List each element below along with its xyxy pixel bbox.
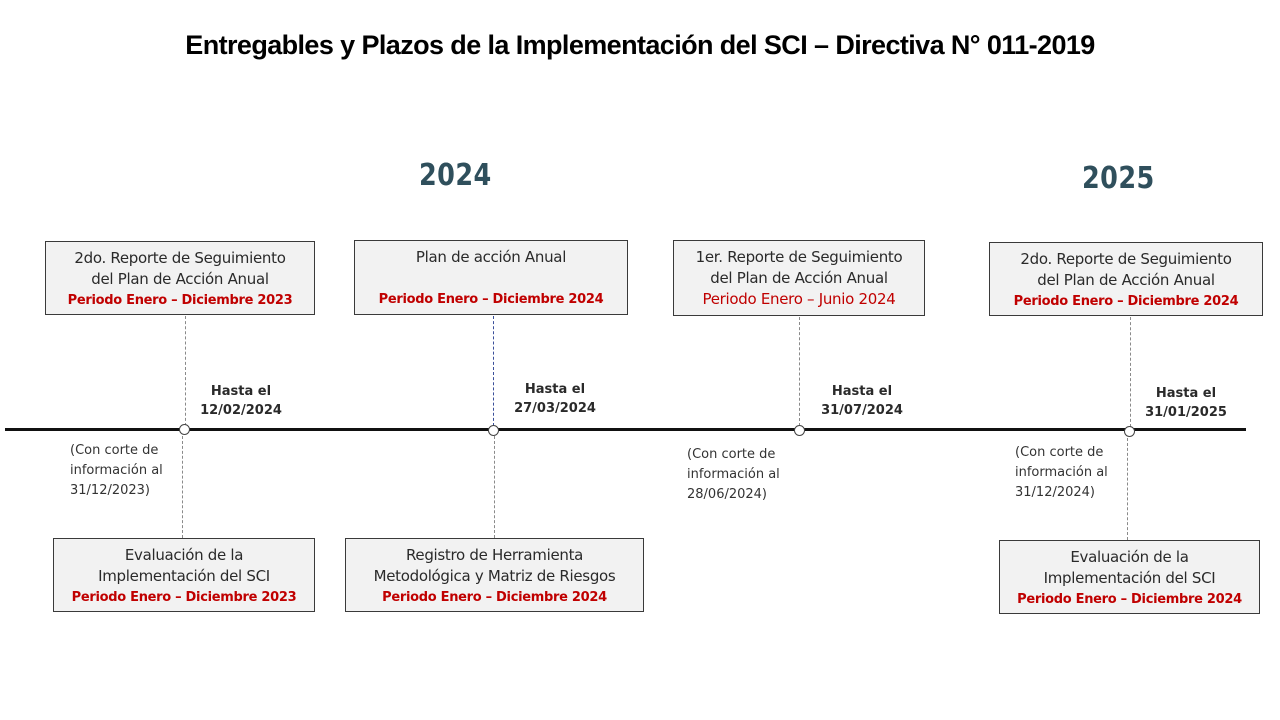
connector-line: [182, 436, 183, 538]
box-period: Periodo Enero – Diciembre 2023: [71, 590, 297, 605]
timeline-marker: [488, 425, 499, 436]
box-period: Periodo Enero – Diciembre 2024: [378, 292, 604, 307]
top-box-3: 1er. Reporte de Seguimiento del Plan de …: [673, 240, 925, 316]
bottom-box-3: Evaluación de la Implementación del SCI …: [999, 540, 1260, 614]
cutoff-note: (Con corte de información al 28/06/2024): [687, 447, 780, 502]
timeline-marker: [1124, 426, 1135, 437]
box-period: Periodo Enero – Junio 2024: [702, 290, 896, 308]
box-text: Evaluación de la: [124, 546, 244, 564]
box-text: del Plan de Acción Anual: [710, 269, 888, 287]
box-text: Metodológica y Matriz de Riesgos: [373, 567, 616, 585]
cutoff-note: (Con corte de información al 31/12/2023): [70, 443, 163, 498]
box-text: 2do. Reporte de Seguimiento: [1020, 250, 1232, 268]
connector-line: [799, 317, 800, 426]
top-box-2: Plan de acción Anual Periodo Enero – Dic…: [354, 240, 628, 315]
deadline-label: Hasta el 12/02/2024: [200, 384, 282, 418]
top-box-4: 2do. Reporte de Seguimiento del Plan de …: [989, 242, 1263, 316]
top-box-1: 2do. Reporte de Seguimiento del Plan de …: [45, 241, 315, 315]
box-text: Implementación del SCI: [1043, 569, 1216, 587]
connector-line: [185, 316, 186, 426]
deadline-label: Hasta el 31/07/2024: [821, 384, 903, 418]
page-title: Entregables y Plazos de la Implementació…: [185, 30, 1095, 60]
box-text: Evaluación de la: [1070, 548, 1189, 566]
box-text: del Plan de Acción Anual: [1037, 271, 1215, 289]
connector-line: [1130, 317, 1131, 427]
box-text: 1er. Reporte de Seguimiento: [695, 248, 903, 266]
box-period: Periodo Enero – Diciembre 2024: [1017, 592, 1242, 607]
box-period: Periodo Enero – Diciembre 2024: [1013, 294, 1239, 309]
deadline-label: Hasta el 27/03/2024: [514, 382, 596, 416]
box-text: Plan de acción Anual: [415, 248, 567, 266]
box-period: Periodo Enero – Diciembre 2024: [382, 590, 607, 605]
box-text: del Plan de Acción Anual: [91, 270, 269, 288]
box-period: Periodo Enero – Diciembre 2023: [67, 293, 293, 308]
cutoff-note: (Con corte de información al 31/12/2024): [1015, 445, 1108, 500]
year-label-2024: 2024: [419, 158, 492, 193]
box-text: Implementación del SCI: [98, 567, 270, 585]
box-text: 2do. Reporte de Seguimiento: [74, 249, 286, 267]
box-text: [355, 268, 627, 289]
connector-line: [1127, 438, 1128, 540]
connector-line: [493, 316, 494, 426]
year-label-2025: 2025: [1082, 161, 1155, 196]
box-text: Registro de Herramienta: [405, 546, 584, 564]
timeline-marker: [794, 425, 805, 436]
bottom-box-1: Evaluación de la Implementación del SCI …: [53, 538, 315, 612]
connector-line: [494, 436, 495, 538]
deadline-label: Hasta el 31/01/2025: [1145, 386, 1227, 420]
timeline-axis: [5, 428, 1246, 431]
bottom-box-2: Registro de Herramienta Metodológica y M…: [345, 538, 644, 612]
timeline-marker: [179, 424, 190, 435]
